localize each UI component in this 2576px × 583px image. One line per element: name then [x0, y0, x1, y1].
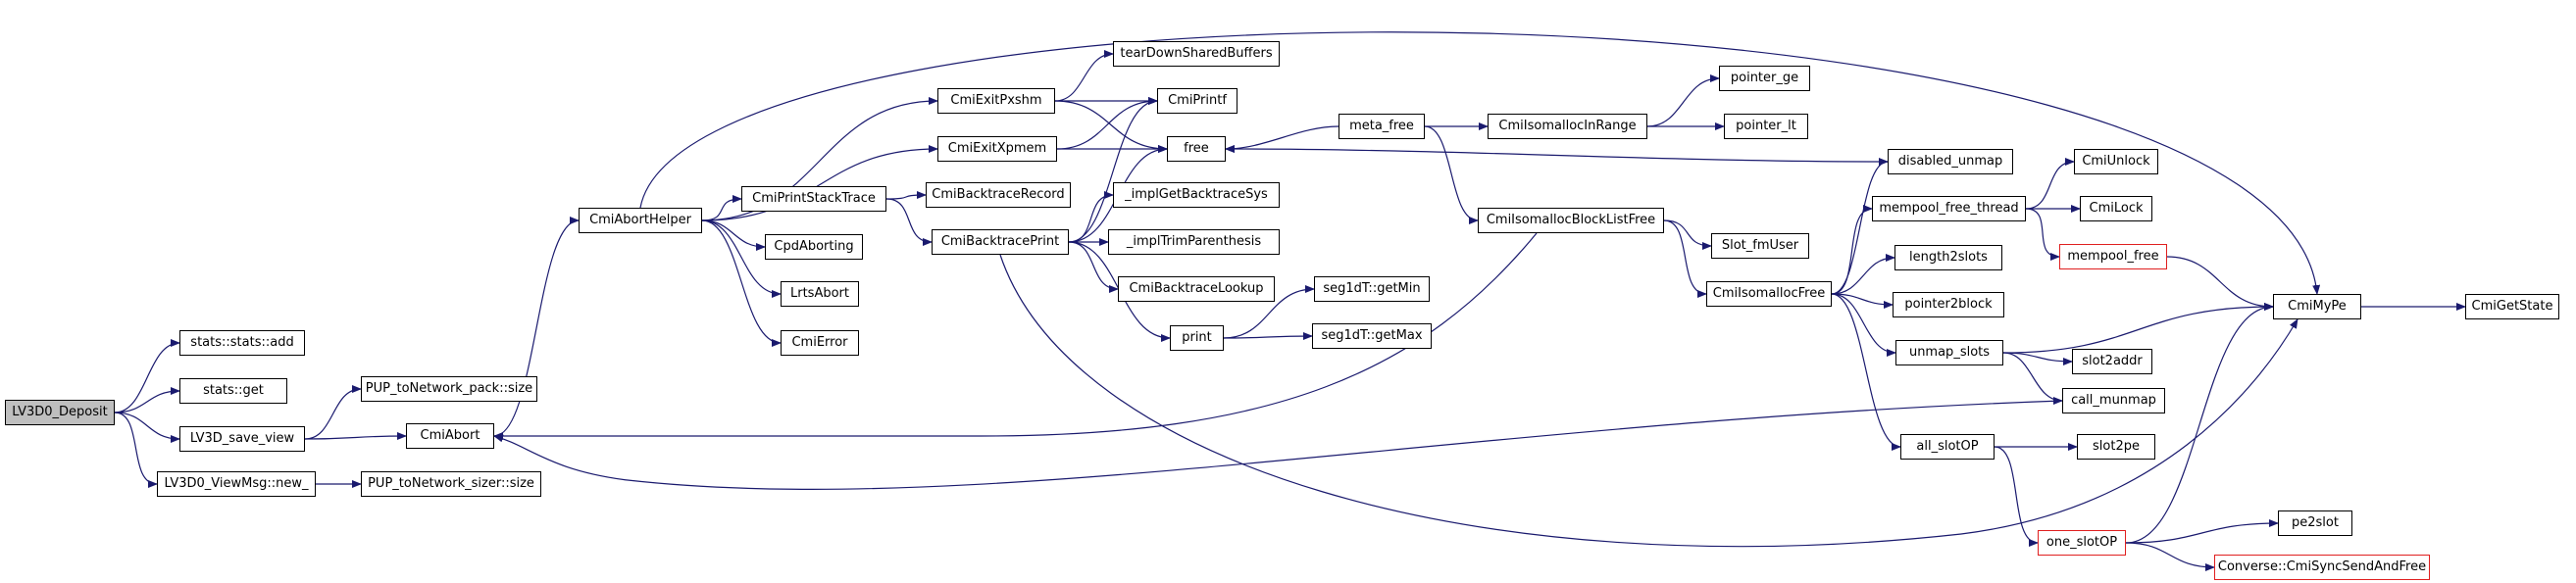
node-impltrimparenthesis[interactable]: _implTrimParenthesis	[1108, 229, 1280, 255]
node-cmiisomallocblocklistfree[interactable]: CmiIsomallocBlockListFree	[1478, 208, 1664, 233]
edge-cmiisomallocfree-to-all-slotop	[1831, 293, 1901, 451]
node-cmimype[interactable]: CmiMyPe	[2273, 294, 2361, 319]
node-one-slotop[interactable]: one_slotOP	[2038, 530, 2126, 556]
edge-cmiaborthelper-to-cmimype	[639, 31, 2321, 295]
node-call-munmap[interactable]: call_munmap	[2062, 388, 2165, 413]
node-seg1dt-getmax[interactable]: seg1dT::getMax	[1312, 323, 1432, 349]
edge-mempool-free-to-cmimype	[2166, 256, 2274, 311]
node-cmiaborthelper[interactable]: CmiAbortHelper	[579, 208, 702, 233]
edge-cmiisomallocblocklistfree-to-slot-fmuser	[1663, 219, 1712, 250]
edge-cmibacktraceprint-to-cmimype	[999, 254, 2298, 548]
edge-cmiexitpxshm-to-free	[1054, 100, 1168, 153]
node-lv3d-save-view[interactable]: LV3D_save_view	[179, 426, 305, 452]
edge-lv3d-save-view-to-cmiabort	[304, 432, 407, 441]
node-mempool-free-thread[interactable]: mempool_free_thread	[1872, 196, 2026, 221]
node-cmibacktraceprint[interactable]: CmiBacktracePrint	[932, 229, 1069, 255]
node-pe2slot[interactable]: pe2slot	[2278, 510, 2352, 536]
node-cmibacktracelookup[interactable]: CmiBacktraceLookup	[1118, 276, 1275, 302]
node-cmierror[interactable]: CmiError	[781, 330, 859, 356]
node-converse-cmisyncsendandfree[interactable]: Converse::CmiSyncSendAndFree	[2214, 555, 2430, 580]
edge-unmap-slots-to-cmimype	[2002, 303, 2274, 354]
edge-one-slotop-to-cmimype	[2125, 303, 2274, 544]
node-cmibacktracerecord[interactable]: CmiBacktraceRecord	[926, 182, 1071, 208]
node-pup-tonetwork-sizer-size[interactable]: PUP_toNetwork_sizer::size	[361, 471, 541, 497]
edge-print-to-seg1dt-getmin	[1223, 285, 1315, 339]
node-pointer-ge[interactable]: pointer_ge	[1719, 66, 1810, 91]
node-stats-add[interactable]: stats::stats::add	[179, 330, 305, 356]
node-cmiisomallocfree[interactable]: CmiIsomallocFree	[1706, 281, 1832, 307]
node-disabled-unmap[interactable]: disabled_unmap	[1888, 149, 2013, 174]
node-unmap-slots[interactable]: unmap_slots	[1895, 340, 2003, 365]
edge-cmibacktraceprint-to-implgetbacktracesys	[1068, 191, 1114, 243]
edge-one-slotop-to-pe2slot	[2125, 519, 2279, 544]
edge-meta-free-to-cmiisomallocblocklistfree	[1424, 125, 1479, 224]
edge-cmiaborthelper-to-cmiexitpxshm	[701, 97, 938, 221]
node-cmilock[interactable]: CmiLock	[2080, 196, 2152, 221]
node-cmiisomallocinrange[interactable]: CmiIsomallocInRange	[1488, 114, 1647, 139]
edge-lv3d0-deposit-to-stats-add	[114, 339, 180, 413]
edge-unmap-slots-to-slot2addr	[2002, 352, 2073, 365]
edge-cmiisomallocfree-to-pointer2block	[1831, 293, 1894, 309]
node-free[interactable]: free	[1167, 136, 1226, 162]
edge-meta-free-to-free	[1225, 125, 1339, 153]
edge-cmiaborthelper-to-cmiprintstacktrace	[701, 195, 742, 221]
edge-cmiprintstacktrace-to-cmibacktracerecord	[885, 191, 927, 200]
edge-call-munmap-to-cmiabort	[493, 400, 2063, 490]
edge-all-slotop-to-one-slotop	[1994, 446, 2039, 547]
node-lv3d0-deposit: LV3D0_Deposit	[5, 400, 115, 425]
node-stats-get[interactable]: stats::get	[179, 378, 287, 404]
node-meta-free[interactable]: meta_free	[1339, 114, 1425, 139]
edge-cmiisomallocfree-to-length2slots	[1831, 254, 1895, 295]
edge-cmiaborthelper-to-lrtsabort	[701, 219, 782, 298]
node-seg1dt-getmin[interactable]: seg1dT::getMin	[1314, 276, 1430, 302]
edge-print-to-seg1dt-getmax	[1223, 332, 1313, 341]
edge-one-slotop-to-converse-cmisyncsendandfree	[2125, 542, 2215, 571]
edge-cmiabort-to-cmiaborthelper	[493, 217, 580, 437]
node-pup-tonetwork-pack-size[interactable]: PUP_toNetwork_pack::size	[361, 376, 537, 402]
edge-lv3d0-deposit-to-lv3d0-viewmsg-new	[114, 412, 158, 488]
edge-lv3d0-deposit-to-lv3d-save-view	[114, 412, 180, 443]
edge-cmiisomallocfree-to-disabled-unmap	[1831, 158, 1889, 295]
edge-lv3d-save-view-to-pup-tonetwork-pack-size	[304, 385, 362, 440]
edge-cmiisomallocfree-to-unmap-slots	[1831, 293, 1896, 357]
edge-disabled-unmap-to-free	[1225, 145, 1889, 163]
edge-cmibacktraceprint-to-cmiprintf	[1068, 97, 1158, 243]
node-slot2pe[interactable]: slot2pe	[2077, 434, 2155, 460]
node-implgetbacktracesys[interactable]: _implGetBacktraceSys	[1113, 182, 1280, 208]
node-cmiexitpxshm[interactable]: CmiExitPxshm	[937, 88, 1055, 114]
edge-cmiexitxpmem-to-cmiprintf	[1056, 97, 1158, 150]
node-mempool-free[interactable]: mempool_free	[2059, 244, 2167, 269]
node-slot-fmuser[interactable]: Slot_fmUser	[1711, 233, 1809, 259]
edge-cmiisomallocfree-to-mempool-free-thread	[1831, 205, 1873, 295]
node-length2slots[interactable]: length2slots	[1894, 245, 2002, 270]
edge-cmiisomallocblocklistfree-to-cmiisomallocfree	[1663, 219, 1707, 298]
node-cmiprintf[interactable]: CmiPrintf	[1157, 88, 1237, 114]
edge-unmap-slots-to-call-munmap	[2002, 352, 2063, 405]
node-cmigetstate[interactable]: CmiGetState	[2465, 294, 2559, 319]
node-lrtsabort[interactable]: LrtsAbort	[781, 281, 859, 307]
node-pointer2block[interactable]: pointer2block	[1893, 292, 2004, 317]
node-teardownsharedbuffers[interactable]: tearDownSharedBuffers	[1113, 41, 1280, 67]
node-slot2addr[interactable]: slot2addr	[2072, 349, 2152, 374]
node-all-slotop[interactable]: all_slotOP	[1900, 434, 1995, 460]
edge-cmiisomallocinrange-to-pointer-ge	[1646, 74, 1720, 127]
edge-mempool-free-thread-to-cmiunlock	[2025, 158, 2075, 210]
node-cmiexitxpmem[interactable]: CmiExitXpmem	[937, 136, 1057, 162]
edge-mempool-free-thread-to-mempool-free	[2025, 208, 2060, 261]
edge-cmiaborthelper-to-cmierror	[701, 219, 782, 347]
node-pointer-lt[interactable]: pointer_lt	[1724, 114, 1808, 139]
edge-cmibacktraceprint-to-cmibacktracelookup	[1068, 241, 1119, 293]
node-cmiunlock[interactable]: CmiUnlock	[2074, 149, 2158, 174]
node-cpdaborting[interactable]: CpdAborting	[765, 234, 863, 260]
edge-lv3d0-deposit-to-stats-get	[114, 387, 180, 413]
node-cmiprintstacktrace[interactable]: CmiPrintStackTrace	[741, 186, 886, 212]
edge-cmiexitpxshm-to-teardownsharedbuffers	[1054, 50, 1114, 102]
edge-cmiaborthelper-to-cmiexitxpmem	[701, 145, 938, 221]
node-lv3d0-viewmsg-new[interactable]: LV3D0_ViewMsg::new_	[157, 471, 316, 497]
node-print[interactable]: print	[1170, 325, 1224, 351]
node-cmiabort[interactable]: CmiAbort	[406, 423, 494, 449]
edge-cmiprintstacktrace-to-cmibacktraceprint	[885, 198, 933, 246]
